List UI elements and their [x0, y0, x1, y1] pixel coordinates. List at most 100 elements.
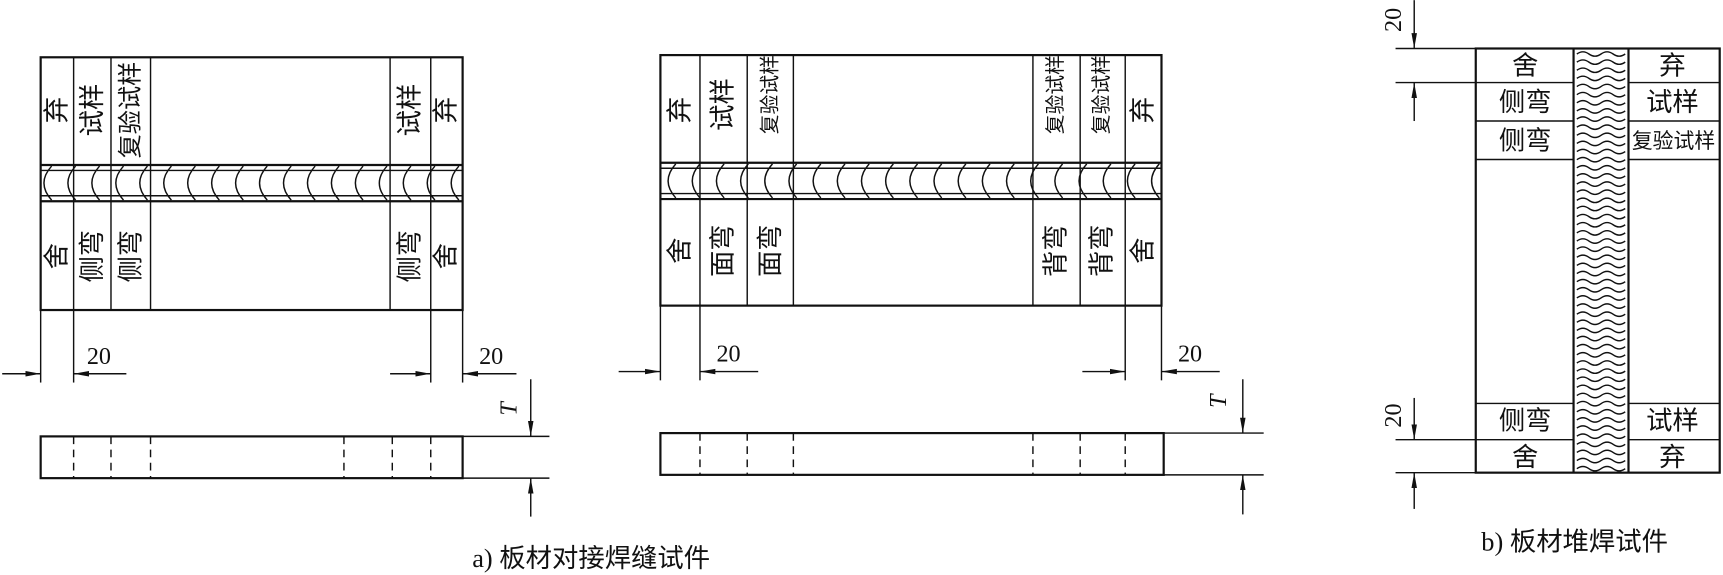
- weld-ripple-arc: [836, 163, 846, 199]
- weld-ripple-arc: [306, 165, 316, 201]
- overlay-weld-bead: [1576, 51, 1626, 472]
- specimen-label: 舍: [1512, 52, 1538, 81]
- thickness-label: T: [495, 401, 522, 416]
- weld-bead-wave: [1576, 164, 1626, 171]
- specimen-label: 背弯: [1041, 224, 1070, 277]
- weld-ripple-arc: [210, 165, 220, 201]
- dimension-value: 20: [479, 343, 503, 370]
- specimen-label: 舍: [432, 243, 461, 269]
- weld-ripple-arc: [330, 165, 340, 201]
- specimen-label: 复验试样: [117, 62, 144, 159]
- weld-ripple-arc: [67, 165, 77, 201]
- specimen-label: 背弯: [1088, 224, 1117, 277]
- specimen-label: 侧弯: [395, 230, 424, 283]
- weld-bead-wave: [1576, 311, 1626, 318]
- weld-bead-wave: [1576, 457, 1626, 464]
- figure-b-caption: b) 板材堆焊试件: [1481, 528, 1668, 557]
- weld-bead-wave: [1576, 51, 1626, 57]
- dimension-value: 20: [87, 343, 111, 370]
- weld-bead-wave: [1576, 270, 1626, 277]
- weld-bead-wave: [1576, 278, 1626, 285]
- plate-1-width-dimensions: 20 20: [2, 310, 517, 383]
- specimen-label: 试样: [395, 84, 424, 137]
- weld-bead-wave: [1576, 295, 1626, 301]
- weld-ripple-arc: [981, 163, 991, 199]
- weld-ripple-arc: [115, 165, 125, 201]
- weld-ripple-arc: [1054, 163, 1064, 199]
- weld-bead-wave: [1576, 441, 1626, 448]
- weld-bead-wave: [1576, 221, 1626, 228]
- specimen-label: 试样: [1646, 407, 1699, 436]
- weld-bead-wave: [1576, 335, 1626, 342]
- weld-bead-wave: [1576, 140, 1626, 147]
- specimen-label: 弃: [1128, 97, 1157, 123]
- weld-ripple-arc: [860, 163, 870, 199]
- specimen-label: 复验试样: [1045, 55, 1067, 134]
- weld-bead-wave: [1576, 246, 1626, 253]
- specimen-label: 面弯: [709, 224, 738, 277]
- weld-bead-wave: [1576, 116, 1626, 122]
- weld-ripple-arc: [667, 163, 677, 199]
- weld-ripple-arc: [715, 163, 725, 199]
- weld-ripple-arc: [788, 163, 798, 199]
- figure-a-caption: a) 板材对接焊缝试件: [472, 544, 710, 573]
- weld-bead-wave: [1576, 384, 1626, 391]
- weld-ripple-arc: [1102, 163, 1112, 199]
- weld-bead-wave: [1576, 417, 1626, 423]
- weld-bead-wave: [1576, 262, 1626, 269]
- weld-ripple-arc: [812, 163, 822, 199]
- weld-ripple-arc: [1126, 163, 1136, 199]
- weld-ripple-arc: [957, 163, 967, 199]
- plate-1-outline: [39, 56, 464, 312]
- weld-bead-wave: [1576, 91, 1626, 98]
- plate-1-side-view: T: [39, 379, 550, 517]
- plate-1-top-view: 弃 试样 复验试样 试样 弃 舍 侧弯 侧弯 侧弯 舍: [39, 56, 464, 312]
- weld-bead-wave: [1576, 254, 1626, 261]
- weld-bead-wave: [1576, 433, 1626, 440]
- weld-bead-wave: [1576, 189, 1626, 196]
- specimen-label: 舍: [1512, 443, 1538, 472]
- weld-ripple-arc: [378, 165, 388, 201]
- specimen-label: 试样: [1646, 88, 1699, 117]
- weld-ripple-arc: [91, 165, 101, 201]
- specimen-label: 试样: [709, 78, 738, 131]
- weld-ripple-arc: [739, 163, 749, 199]
- specimen-label: 侧弯: [1499, 88, 1552, 117]
- dimension-value: 20: [716, 341, 740, 368]
- weld-ripple-arc: [884, 163, 894, 199]
- weld-ripple-arc: [764, 163, 774, 199]
- weld-bead-wave: [1576, 303, 1626, 309]
- plate-2-outline: [659, 53, 1163, 307]
- weld-ripple-arc: [186, 165, 196, 201]
- weld-bead-wave: [1576, 67, 1626, 74]
- specimen-label: 侧弯: [1499, 126, 1552, 155]
- overlay-weld-specimen: 舍 侧弯 侧弯 侧弯 舍 弃 试样 复验试样 试样 弃: [1474, 47, 1721, 474]
- weld-bead-wave: [1576, 376, 1626, 383]
- weld-ripple-arc: [691, 163, 701, 199]
- weld-bead-wave: [1576, 83, 1626, 90]
- weld-bead-wave: [1576, 99, 1626, 106]
- weld-bead-wave: [1576, 132, 1626, 139]
- weld-ripple-arc: [43, 165, 53, 201]
- specimen-label: 试样: [78, 84, 107, 137]
- weld-bead-wave: [1576, 197, 1626, 204]
- weld-ripple-arc: [426, 165, 436, 201]
- weld-bead-wave: [1576, 148, 1626, 155]
- plate-2-side-view: T: [659, 379, 1264, 515]
- specimen-label: 侧弯: [116, 230, 145, 283]
- weld-ripple-arc: [354, 165, 364, 201]
- weld-bead-wave: [1576, 465, 1626, 472]
- weld-bead-wave: [1576, 343, 1626, 350]
- weld-bead-wave: [1576, 156, 1626, 163]
- dimension-value: 20: [1380, 8, 1407, 32]
- weld-bead-wave: [1576, 59, 1626, 66]
- weld-ripple-arc: [139, 165, 148, 201]
- weld-bead-wave: [1576, 124, 1626, 131]
- overlay-height-dimensions: 20 20: [1380, 0, 1476, 509]
- dimension-value: 20: [1380, 403, 1407, 427]
- weld-bead-wave: [1576, 392, 1626, 399]
- weld-bead-wave: [1576, 400, 1626, 407]
- weld-bead-wave: [1576, 360, 1626, 366]
- specimen-label: 弃: [666, 97, 695, 123]
